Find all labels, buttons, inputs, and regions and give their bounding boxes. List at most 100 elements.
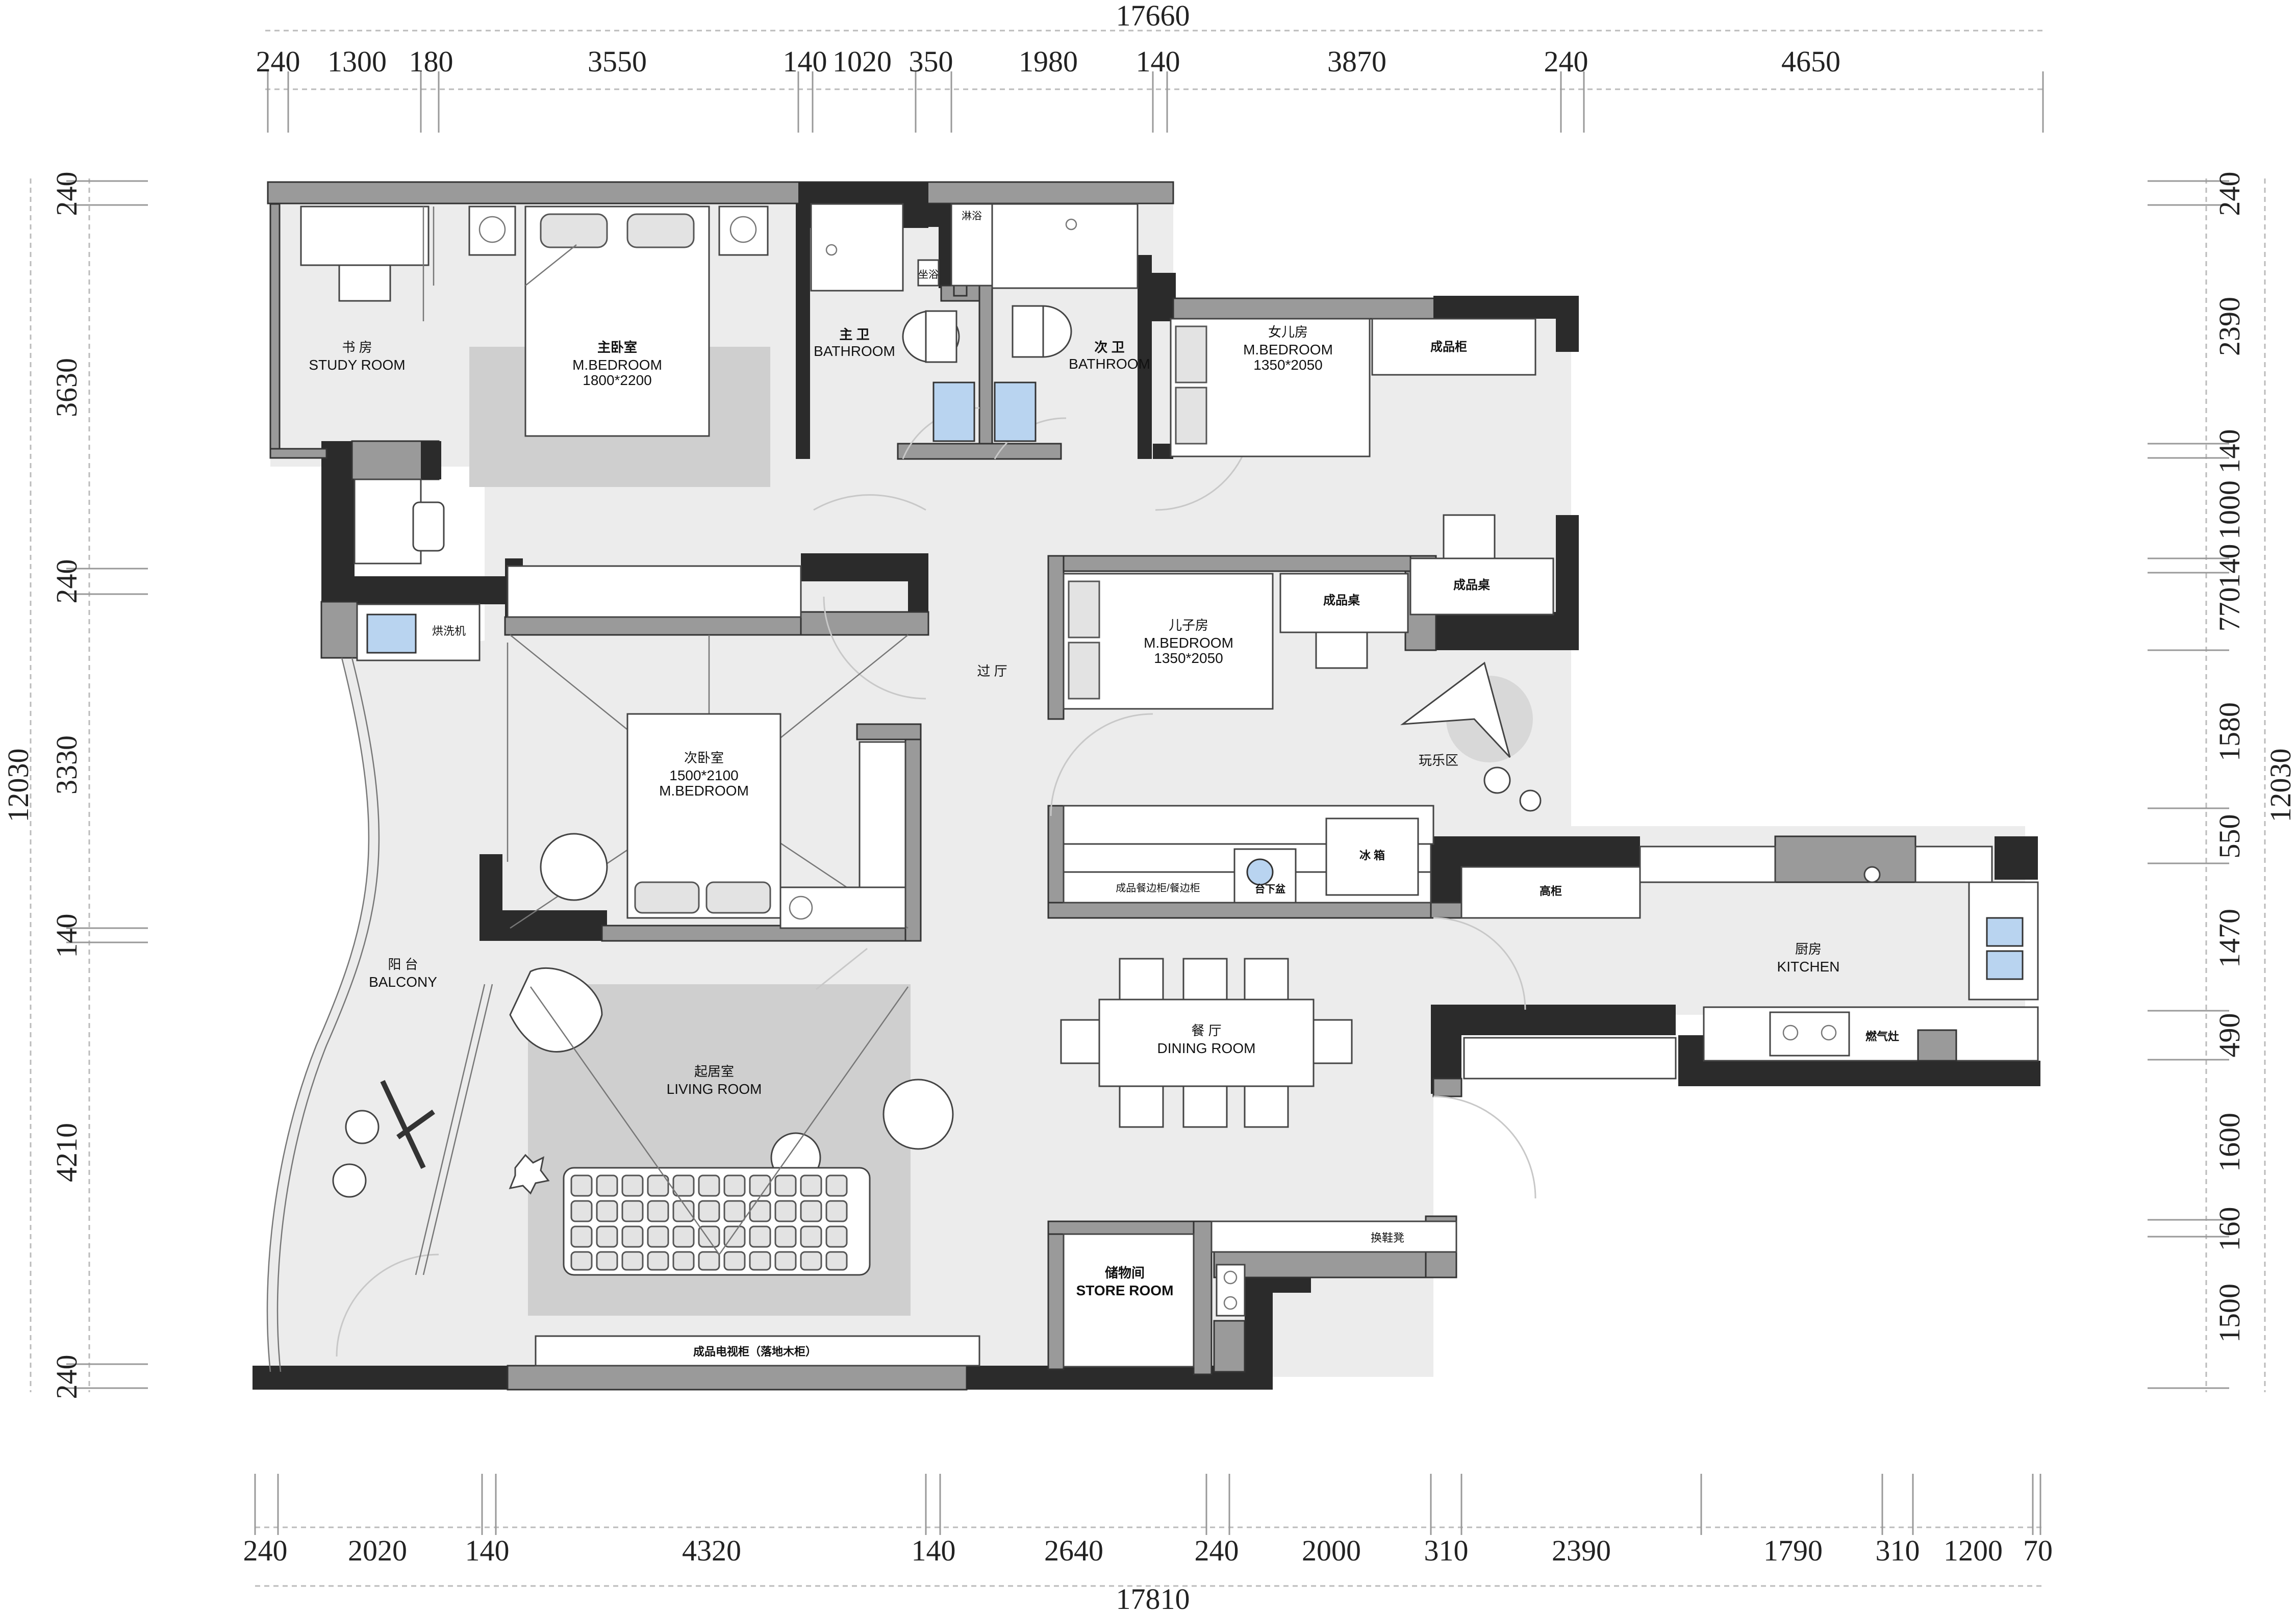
tall-cabinet-label: 高柜	[1540, 885, 1562, 898]
dims-bottom: 240 2020 140 4320 140 2640 240 2000 310 …	[243, 1534, 2053, 1613]
dining-chairs	[1060, 958, 1353, 1128]
second-cn: 次卧室	[684, 750, 724, 765]
dim-right-0: 240	[2213, 172, 2246, 216]
bath1-en: BATHROOM	[814, 343, 895, 359]
dim-right-4: 140	[2213, 544, 2246, 588]
dim-top-8: 140	[1136, 45, 1180, 78]
kitchen: 高柜 燃气灶 厨房 KITCHEN	[1460, 846, 2039, 1080]
dining-cn: 餐 厅	[1191, 1023, 1221, 1038]
dim-right-7: 550	[2213, 814, 2246, 859]
dim-top-0: 240	[256, 45, 300, 78]
dim-top-9: 3870	[1327, 45, 1386, 78]
dim-bottom-7: 2000	[1302, 1534, 1361, 1567]
tv-cabinet-label: 成品电视柜（落地木柜）	[693, 1345, 817, 1358]
bathroom-1: 主 卫 BATHROOM 坐浴	[810, 203, 975, 442]
dim-top-2: 180	[409, 45, 453, 78]
dim-left-6: 240	[50, 1355, 83, 1399]
dim-left-total: 12030	[2, 749, 35, 823]
desk1-label: 成品桌	[1323, 594, 1360, 607]
dim-right-10: 1600	[2213, 1113, 2246, 1172]
dining-en: DINING ROOM	[1157, 1040, 1256, 1056]
sideboard-label: 成品餐边柜/餐边柜	[1116, 882, 1200, 894]
daughter-cn: 女儿房	[1268, 324, 1308, 340]
dim-left-4: 140	[50, 914, 83, 958]
dim-right-9: 490	[2213, 1013, 2246, 1058]
store-room: 储物间 STORE ROOM 换鞋凳	[1063, 1220, 1457, 1368]
dim-right-12: 1500	[2213, 1284, 2246, 1343]
balcony-cn: 阳 台	[388, 957, 418, 972]
dim-top-1: 1300	[327, 45, 387, 78]
dim-top-4: 140	[783, 45, 827, 78]
shoe-cabinet-label: 换鞋凳	[1371, 1232, 1404, 1244]
dim-bottom-8: 310	[1424, 1534, 1469, 1567]
dims-right: 12030 240 2390 140 1000 140 770 1580 550…	[2213, 172, 2296, 1343]
dim-bottom-6: 240	[1195, 1534, 1239, 1567]
dims-top: 17660 240 1300 180 3550 140 1020 350 198…	[256, 0, 1841, 78]
master-en: M.BEDROOM	[572, 357, 662, 373]
dim-top-7: 1980	[1019, 45, 1078, 78]
store-cn: 储物间	[1105, 1265, 1145, 1281]
fridge-label: 冰 箱	[1359, 849, 1385, 862]
dim-bottom-9: 2390	[1552, 1534, 1611, 1567]
dining-room: 成品餐边柜/餐边柜 台下盆 冰 箱 餐 厅 DINING ROOM	[1060, 805, 1434, 1128]
study-en: STUDY ROOM	[309, 357, 405, 373]
dim-right-8: 1470	[2213, 909, 2246, 968]
dim-top-5: 1020	[832, 45, 892, 78]
stove-label: 燃气灶	[1865, 1030, 1899, 1043]
laundry: 烘洗机	[354, 478, 802, 661]
bath1-cn: 主 卫	[839, 327, 869, 342]
sofa-cushions	[570, 1174, 848, 1271]
dim-bottom-10: 1790	[1763, 1534, 1823, 1567]
dim-top-total: 17660	[1116, 0, 1190, 32]
study-cn: 书 房	[342, 340, 372, 355]
dim-top-3: 3550	[588, 45, 647, 78]
dim-right-total: 12030	[2264, 749, 2296, 823]
dim-right-3: 1000	[2213, 480, 2246, 540]
play-cn: 玩乐区	[1419, 753, 1458, 768]
dim-right-5: 770	[2213, 587, 2246, 632]
shower-label: 坐浴	[918, 269, 939, 280]
dims-left: 12030 240 3630 240 3330 140 4210 240	[2, 172, 83, 1399]
son-en: M.BEDROOM	[1144, 635, 1233, 651]
dim-bottom-11: 310	[1876, 1534, 1920, 1567]
living-cn: 起居室	[694, 1064, 734, 1079]
dim-right-2: 140	[2213, 429, 2246, 474]
dim-top-10: 240	[1544, 45, 1588, 78]
master-cn: 主卧室	[597, 340, 637, 355]
dim-bottom-12: 1200	[1944, 1534, 2003, 1567]
washer-label: 烘洗机	[432, 625, 466, 637]
dim-top-6: 350	[909, 45, 953, 78]
son-room: 成品桌 成品桌 儿子房 M.BEDROOM 1350*2050 玩乐区	[1063, 557, 1554, 812]
bathroom-2: 淋浴 次 卫 BATHROOM	[950, 203, 1150, 442]
dim-right-11: 160	[2213, 1207, 2246, 1251]
dim-bottom-3: 4320	[682, 1534, 741, 1567]
toilet-box-label: 淋浴	[962, 210, 982, 222]
dim-left-2: 240	[50, 559, 83, 604]
second-bedroom: 次卧室 1500*2100 M.BEDROOM	[507, 634, 909, 929]
dim-left-0: 240	[50, 172, 83, 216]
master-bedroom: 主卧室 M.BEDROOM 1800*2200	[468, 206, 769, 437]
cabinet1-label: 成品柜	[1430, 340, 1467, 354]
study-room: 书 房 STUDY ROOM	[300, 206, 435, 373]
kitchen-cn: 厨房	[1795, 941, 1822, 957]
second-en: M.BEDROOM	[659, 783, 749, 799]
dim-right-6: 1580	[2213, 702, 2246, 761]
dim-bottom-5: 2640	[1044, 1534, 1103, 1567]
store-en: STORE ROOM	[1076, 1283, 1174, 1298]
daughter-en: M.BEDROOM	[1243, 342, 1333, 357]
living-room: 起居室 LIVING ROOM 成品电视柜（落地木柜）	[509, 967, 980, 1367]
dim-top-11: 4650	[1781, 45, 1840, 78]
dim-left-3: 3330	[50, 735, 83, 795]
balcony-en: BALCONY	[369, 974, 437, 990]
master-size: 1800*2200	[583, 372, 651, 388]
bath2-en: BATHROOM	[1069, 356, 1150, 372]
bath2-cn: 次 卫	[1094, 340, 1124, 355]
under-counter-label: 台下盆	[1255, 883, 1286, 895]
daughter-size: 1350*2050	[1253, 357, 1322, 373]
dim-bottom-4: 140	[912, 1534, 956, 1567]
dim-left-5: 4210	[50, 1123, 83, 1182]
dim-bottom-0: 240	[243, 1534, 288, 1567]
dim-left-1: 3630	[50, 358, 83, 417]
living-en: LIVING ROOM	[667, 1081, 762, 1097]
